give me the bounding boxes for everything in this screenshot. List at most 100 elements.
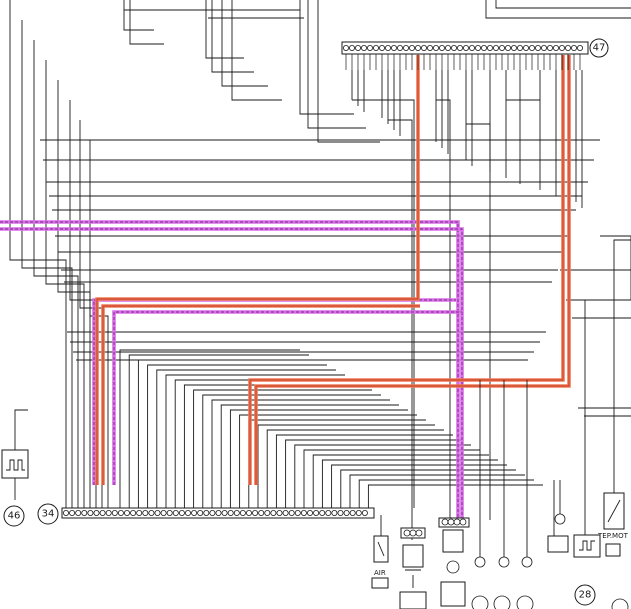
pin (239, 509, 246, 516)
wire-bundle (9, 0, 631, 540)
pin (227, 509, 234, 516)
pin (348, 45, 355, 52)
pulse-sensor-icon-2 (579, 540, 595, 551)
pin (166, 509, 173, 516)
thermistor-icon-2 (607, 499, 621, 523)
pin (444, 45, 451, 52)
pin (160, 509, 167, 516)
component-46-sensor: 46 (1, 409, 29, 527)
pin (325, 509, 332, 516)
pin (221, 509, 228, 516)
pin (99, 509, 106, 516)
pin (571, 45, 578, 52)
pulse-sensor-icon (6, 459, 25, 471)
pin (541, 45, 548, 52)
pin (361, 509, 368, 516)
pin (456, 45, 463, 52)
pin (294, 509, 301, 516)
pin (486, 45, 493, 52)
pin (372, 45, 379, 52)
component-28-callout: 28 (574, 584, 596, 606)
pin (565, 45, 572, 52)
plug-connector-1 (399, 527, 427, 609)
pin (313, 509, 320, 516)
plug-connector-icon (402, 544, 424, 568)
tep-mot-label: TEP.MOT (597, 532, 629, 540)
connector-47: 47 (341, 38, 609, 70)
pin (69, 509, 76, 516)
plug-connector-2 (438, 517, 470, 607)
pin (343, 509, 350, 516)
pin (111, 509, 118, 516)
pin (402, 45, 409, 52)
pin (172, 509, 179, 516)
pin (492, 45, 499, 52)
pin (462, 45, 469, 52)
pin (81, 509, 88, 516)
pin (252, 509, 259, 516)
pin (191, 509, 198, 516)
pin (378, 45, 385, 52)
pin (197, 509, 204, 516)
pin (408, 45, 415, 52)
pin (517, 45, 524, 52)
pin (535, 45, 542, 52)
pin (288, 509, 295, 516)
pin (438, 45, 445, 52)
pin (390, 45, 397, 52)
pin (105, 509, 112, 516)
pin (154, 509, 161, 516)
pin (203, 509, 210, 516)
pin (215, 509, 222, 516)
pin (420, 45, 427, 52)
air-sensor: AIR (371, 515, 389, 589)
pin (349, 509, 356, 516)
connector-47-pins (342, 45, 584, 70)
pin (547, 45, 554, 52)
pin (148, 509, 155, 516)
pin (300, 509, 307, 516)
connector-34-number: 34 (42, 509, 55, 520)
pin (331, 509, 338, 516)
pin (559, 45, 566, 52)
pin (553, 45, 560, 52)
pin (577, 45, 584, 52)
pin (384, 45, 391, 52)
pin (468, 45, 475, 52)
component-46-callout: 46 (3, 505, 25, 527)
pin (245, 509, 252, 516)
pin (450, 45, 457, 52)
pin (510, 45, 517, 52)
pin (184, 509, 191, 516)
pin (233, 509, 240, 516)
pin (117, 509, 124, 516)
highlight-magenta-harness (0, 220, 464, 520)
connector-47-callout: 47 (589, 38, 609, 58)
pin (270, 509, 277, 516)
highlight-red-harness (95, 55, 571, 485)
pin (426, 45, 433, 52)
pin (414, 45, 421, 52)
pin (366, 45, 373, 52)
pin (354, 45, 361, 52)
pin (306, 509, 313, 516)
pin (396, 45, 403, 52)
pin (282, 509, 289, 516)
pin (209, 509, 216, 516)
right-sensors: 28 TEP.MOT (471, 239, 631, 609)
pin (276, 509, 283, 516)
connector-34: 34 (37, 503, 375, 525)
pin (142, 509, 149, 516)
pin (355, 509, 362, 516)
pin (136, 509, 143, 516)
connector-34-pins (63, 509, 368, 516)
pin (93, 509, 100, 516)
component-28-number: 28 (579, 590, 592, 601)
air-label: AIR (374, 569, 386, 577)
component-46-number: 46 (8, 511, 21, 522)
pin (75, 509, 82, 516)
pin (63, 509, 70, 516)
connector-34-callout: 34 (37, 503, 59, 525)
pin (432, 45, 439, 52)
